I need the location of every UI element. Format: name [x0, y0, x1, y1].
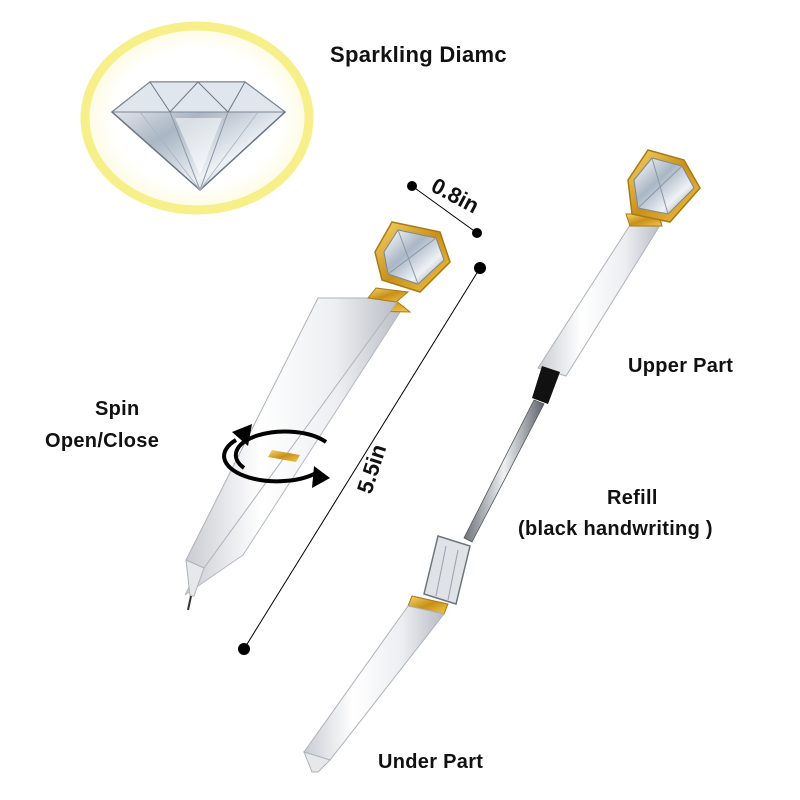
pen-upper-part [537, 149, 701, 377]
pen-refill [463, 366, 560, 543]
title: Sparkling Diamc [330, 42, 507, 67]
refill-label: Refill [607, 487, 658, 509]
spin-label: Spin [95, 398, 140, 420]
clear-sleeve [423, 535, 471, 605]
gold-band [268, 450, 300, 462]
pen-tip [187, 595, 192, 611]
pen-under-part [303, 535, 471, 773]
under-part-label: Under Part [378, 751, 484, 773]
diamond-icon [110, 81, 287, 192]
diamond-highlight [80, 21, 314, 215]
refill-connector [532, 366, 560, 404]
upper-part-label: Upper Part [628, 355, 734, 377]
gem-topper-left [374, 221, 451, 293]
gem-topper-right [627, 149, 701, 223]
refill-description: (black handwriting ) [518, 518, 713, 540]
length-dimension-line [238, 262, 486, 655]
rotate-arrows-icon [222, 424, 330, 488]
pen-assembled [184, 221, 451, 611]
width-dimension-line [407, 181, 482, 238]
open-close-label: Open/Close [45, 430, 160, 452]
